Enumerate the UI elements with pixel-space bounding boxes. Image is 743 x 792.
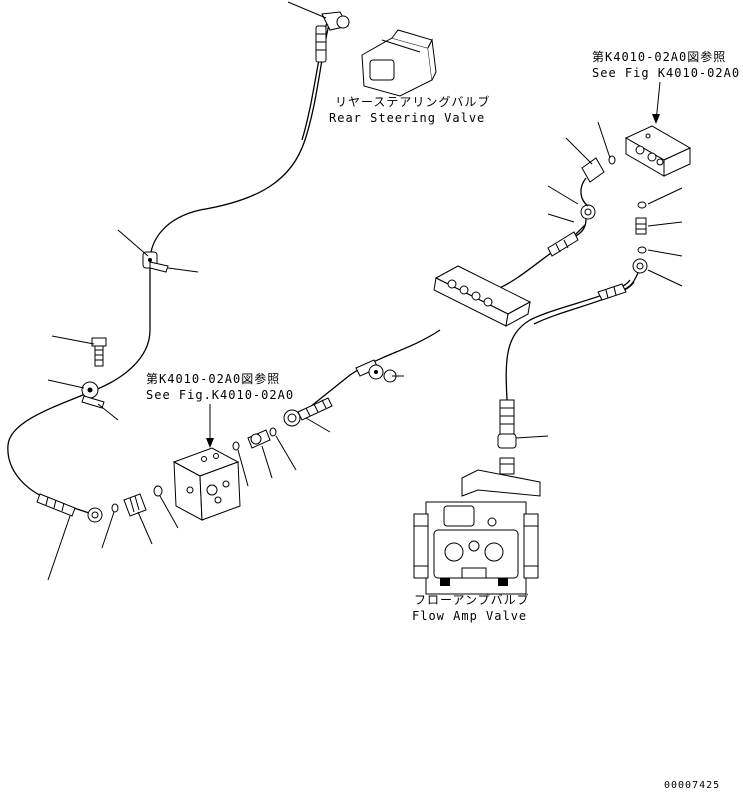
o-ring-right-2 [637,246,647,254]
o-ring-mid-2 [269,427,277,437]
flow-amp-label-en: Flow Amp Valve [412,609,527,623]
rear-steering-valve [361,29,437,97]
hose-rear-steering-valve [7,19,331,516]
hose-end-left [36,493,103,523]
hose-end-right [597,258,648,301]
manifold-block-right [624,125,692,177]
bolt [91,337,107,367]
straight-adapter-mid [247,429,271,449]
o-ring-right-1 [637,201,647,209]
drawing-number: 00007425 [664,780,720,791]
hose-end-mid [283,397,333,427]
o-ring-left-1 [111,503,119,513]
ref-left-en: See Fig.K4010-02A0 [146,388,294,402]
elbow-adapter-left [123,493,147,517]
elbow-right-upper [580,157,605,207]
hose-clamp-center [355,359,397,383]
clamp-block-center [433,265,532,327]
hose-end-center-upper [547,204,596,257]
flow-amp-label-jp: フローアンプバルブ [414,592,530,607]
o-ring-left-2 [153,485,163,497]
hose-clamp-upper [142,251,169,273]
hose-end-flow-amp [497,399,517,449]
o-ring-mid-1 [232,441,240,451]
rear-valve-label-en: Rear Steering Valve [329,111,485,125]
hose-center [299,329,441,416]
hose-clamp-lower [81,381,105,409]
o-ring-right-upper [608,155,616,165]
ref-left-jp: 第K4010-02A0図参照 [146,371,280,386]
adapter-flow-amp [499,457,515,475]
ref-right-jp: 第K4010-02A0図参照 [592,49,726,64]
rear-valve-label-jp: リヤーステアリングバルブ [335,94,490,109]
elbow-fitting-top [315,11,350,63]
adapter-right [635,217,647,235]
ref-right-en: See Fig K4010-02A0 [592,66,740,80]
leader-lines [47,1,683,581]
flow-amp-valve [413,469,541,595]
manifold-block-left [172,447,241,521]
